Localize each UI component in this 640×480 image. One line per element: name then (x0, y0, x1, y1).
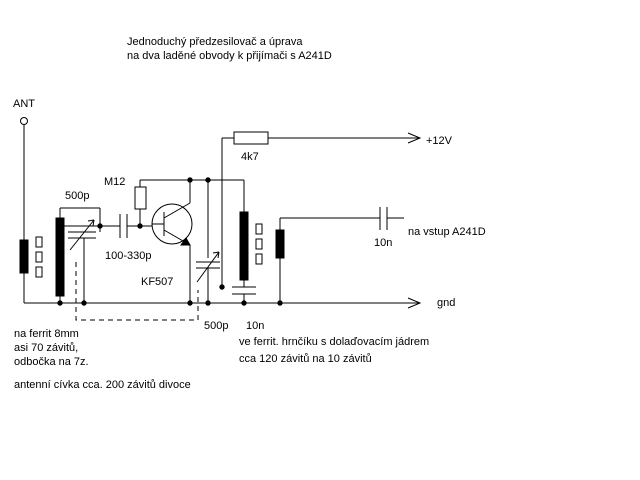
secondary-coil (275, 229, 285, 259)
junction-dot (187, 300, 193, 306)
junction-dot (219, 284, 225, 290)
gnd-label: gnd (437, 297, 456, 309)
ganged-tuning-link (75, 262, 199, 321)
cap-100-330p-label: 100-330p (105, 250, 152, 262)
antenna-core-seg (35, 236, 43, 248)
note-left-2: asi 70 závitů, (14, 342, 79, 354)
note-right-2: cca 120 závitů na 10 závitů (239, 353, 372, 365)
trimmer2-arrow-tip (212, 251, 220, 254)
note-left-1: na ferrit 8mm (14, 328, 79, 340)
trimmer-500p-right-label: 500p (204, 320, 229, 332)
transistor-collector (163, 202, 191, 219)
antenna-terminal (20, 117, 28, 125)
emitter-arrow (180, 237, 191, 246)
note-right-1: ve ferrit. hrnčíku s dolaďovacím jádrem (239, 336, 430, 348)
cap-10n-out-label: 10n (374, 237, 393, 249)
trimmer-arrow-tip (87, 219, 95, 222)
ground-arrow (407, 297, 422, 309)
resistor-m12 (134, 186, 147, 210)
antenna-core-seg (35, 251, 43, 263)
note-left-4: antenní cívka cca. 200 závitů divoce (14, 379, 191, 391)
title-line-1: Jednoduchý předzesilovač a úprava (127, 36, 303, 48)
junction-dot (81, 300, 87, 306)
input-coil (55, 217, 65, 297)
junction-dot (205, 300, 211, 306)
ant-label: ANT (13, 98, 35, 110)
tank-core-seg (255, 238, 263, 250)
title-line-2: na dva laděné obvody k přijímači s A241D (127, 50, 332, 62)
output-tank-coil (239, 211, 249, 281)
antenna-core-seg (35, 266, 43, 278)
trimmer-arrow-tip (92, 219, 95, 227)
transistor-label: KF507 (141, 276, 174, 288)
trimmer-arrow (69, 219, 95, 251)
resistor-m12-label: M12 (104, 176, 126, 188)
note-left-3: odbočka na 7z. (14, 356, 89, 368)
tank-core-seg (255, 223, 263, 235)
resistor-4k7 (233, 131, 269, 145)
tank-core-seg (255, 253, 263, 265)
trimmer2-arrow (196, 251, 220, 283)
antenna-coil (19, 239, 29, 274)
junction-dot (241, 300, 247, 306)
resistor-4k7-label: 4k7 (241, 151, 259, 163)
cap-10n-bottom-label: 10n (246, 320, 265, 332)
plus12v-label: +12V (426, 135, 452, 147)
junction-dot (277, 300, 283, 306)
output-label: na vstup A241D (408, 226, 486, 238)
junction-dot (57, 300, 63, 306)
supply-arrow (407, 132, 422, 144)
trimmer-500p-left-label: 500p (65, 190, 90, 202)
trimmer2-arrow-tip (217, 251, 220, 259)
